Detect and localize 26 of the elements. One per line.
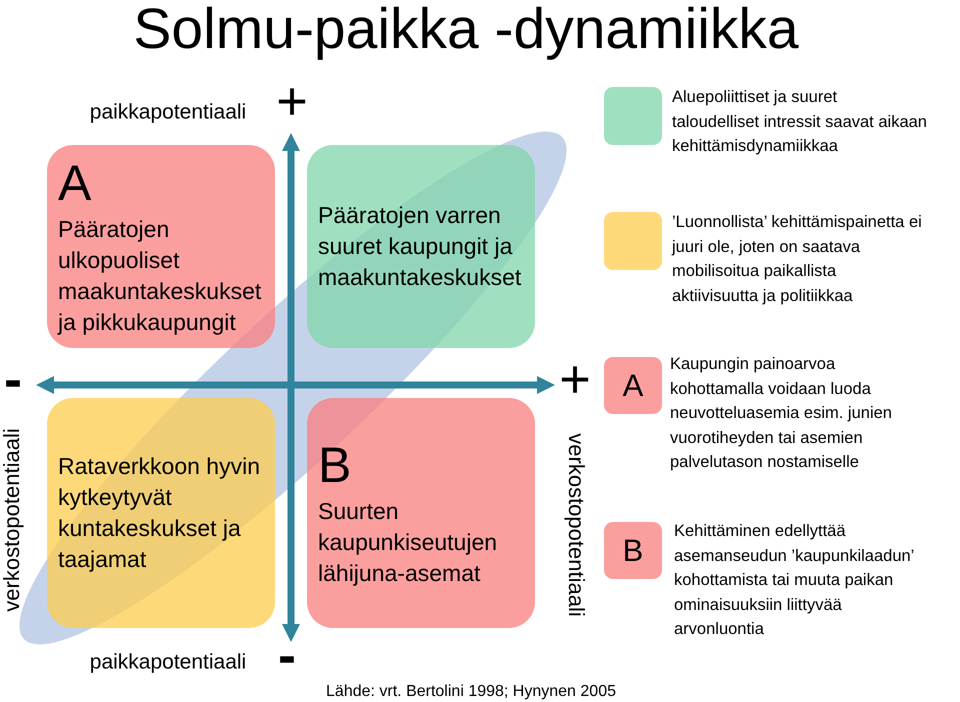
quadrant-description: Pääratojen ulkopuoliset maakuntakeskukset ja pikkukaupungit [58, 214, 262, 337]
letter-tile: B [604, 522, 662, 579]
axis-label: paikkapotentiaali [90, 650, 246, 674]
legend-text: Aluepoliittiset ja suuret taloudelliset intressit saavat aikaan kehittämisdynamiikkaa [672, 87, 927, 157]
quadrant-description: Rataverkkoon hyvin kytkeytyvät kuntakeskukset ja taajamat [58, 452, 261, 574]
quadrant-description: Suurten kaupunkiseutujen lähijuna-asemat [318, 496, 498, 588]
source-note: Lähde: vrt. Bertolini 1998; Hynynen 2005 [326, 683, 616, 701]
quadrant-box [47, 145, 275, 348]
quadrant-box [47, 398, 275, 628]
axis-sign: - [4, 350, 22, 410]
axis-sign: + [276, 72, 308, 132]
title: Solmu-paikka -dynamiikka [133, 0, 799, 60]
axis-sign: - [278, 626, 296, 686]
axis-label: paikkapotentiaali [90, 100, 246, 124]
axis-label: verkostopotentiaali [564, 433, 588, 617]
letter-tile: A [604, 357, 662, 414]
tile-note: Kehittäminen edellyttää asemanseudun ’kaupunkilaadun’ kohottamista tai muuta paikan ominaisuuksiin liittyvää arvonluontia [674, 521, 914, 640]
quadrant-description: Pääratojen varren suuret kaupungit ja maakuntakeskukset [318, 201, 522, 292]
legend-text: ’Luonnollista’ kehittämispainetta ei juuri ole, joten on saatava mobilisoitua paikallista aktiivisuutta ja politiikkaa [672, 212, 922, 306]
axis-sign: + [559, 350, 591, 410]
quadrant-letter: B [318, 438, 352, 492]
quadrant-letter: A [58, 156, 92, 210]
quadrant-box [307, 145, 535, 348]
axis-label: verkostopotentiaali [0, 428, 24, 612]
tile-note: Kaupungin painoarvoa kohottamalla voidaan luoda neuvotteluasemia esim. junien vuorotiheyden tai asemien palvelutason nostamiselle [670, 354, 892, 473]
quadrant-box [307, 398, 535, 628]
